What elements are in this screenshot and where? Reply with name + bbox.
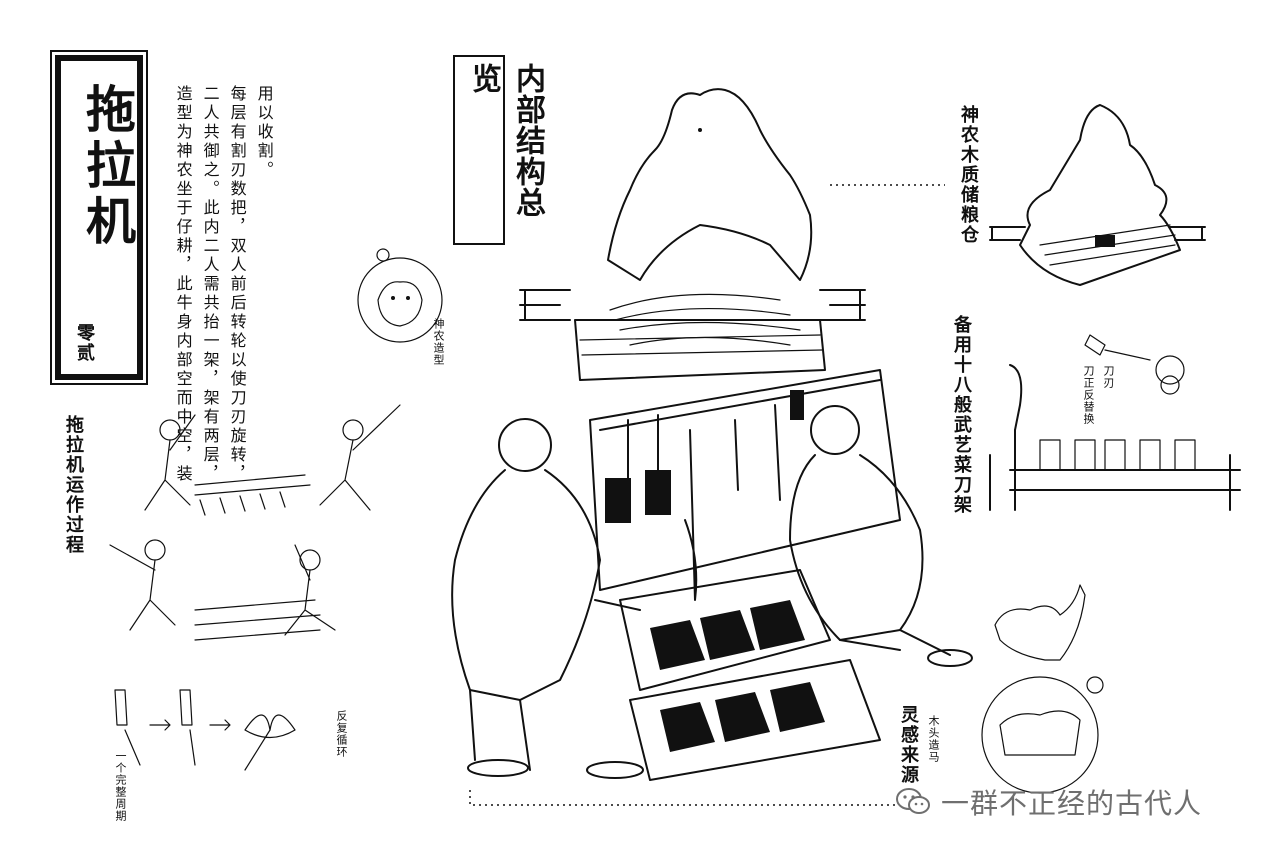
operation-process-illustration	[109, 404, 401, 771]
granary-illustration	[989, 104, 1206, 286]
operation-process-label: 拖拉机运作过程	[63, 415, 84, 555]
page-title: 拖拉机	[78, 83, 137, 251]
structure-title-box: 内部结构总览	[453, 55, 545, 245]
knife-rack-illustration	[989, 334, 1241, 511]
description-column-3: 二人共御之。此内二人需共抬一架，架有两层，	[200, 85, 220, 484]
watermark: 一群不正经的古代人	[895, 782, 1202, 822]
page-number: 零贰	[74, 323, 95, 363]
blade-row-lower	[629, 659, 881, 781]
description-column-2: 每层有割刃数把，双人前后转轮以使刀刃旋转，	[227, 85, 247, 484]
deity-inset-illustration	[357, 248, 443, 343]
knife-note-a: 刀刃	[1102, 365, 1115, 389]
inspiration-label: 灵感来源	[898, 705, 919, 785]
title-block: 拖拉机 零贰	[50, 50, 148, 385]
blade-row-upper	[619, 569, 831, 691]
description-column-4: 造型为神农坐于仔耕，此牛身内部空而中空，装	[173, 85, 193, 484]
watermark-text: 一群不正经的古代人	[941, 787, 1203, 820]
circle-note: 神农造型	[432, 318, 445, 366]
knife-note-b: 刀正反替换	[1082, 365, 1095, 425]
bottom-note: 一个完整周期	[114, 750, 127, 822]
knife-rack-label: 备用十八般武艺菜刀架	[951, 315, 972, 515]
inspiration-note: 木头造马	[927, 715, 940, 763]
cycle-note: 反复循环	[335, 710, 348, 758]
inspiration-illustration	[981, 584, 1104, 794]
granary-label: 神农木质储粮仓	[958, 105, 979, 245]
wechat-icon	[895, 787, 931, 817]
structure-title: 内部结构总览	[466, 63, 545, 218]
description-column-1: 用以收割。	[254, 85, 274, 180]
